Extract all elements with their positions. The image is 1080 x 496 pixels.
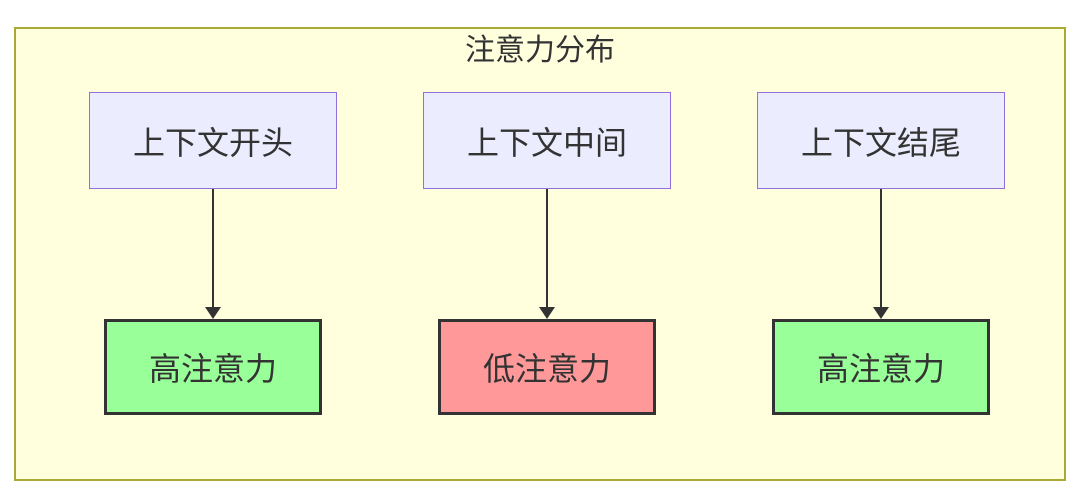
- arrow-line: [880, 189, 882, 309]
- cluster-title: 注意力分布: [465, 34, 615, 67]
- arrowhead-icon: [873, 307, 889, 319]
- arrow-context-start-to-high: [205, 189, 221, 319]
- arrow-context-end-to-high: [873, 189, 889, 319]
- node-context-start: 上下文开头: [89, 92, 337, 189]
- arrow-line: [212, 189, 214, 309]
- arrowhead-icon: [205, 307, 221, 319]
- node-high-attention-1: 高注意力: [104, 319, 322, 415]
- node-low-attention: 低注意力: [438, 319, 656, 415]
- node-context-end: 上下文结尾: [757, 92, 1005, 189]
- arrowhead-icon: [539, 307, 555, 319]
- arrow-context-middle-to-low: [539, 189, 555, 319]
- node-high-attention-2: 高注意力: [772, 319, 990, 415]
- arrow-line: [546, 189, 548, 309]
- node-context-middle: 上下文中间: [423, 92, 671, 189]
